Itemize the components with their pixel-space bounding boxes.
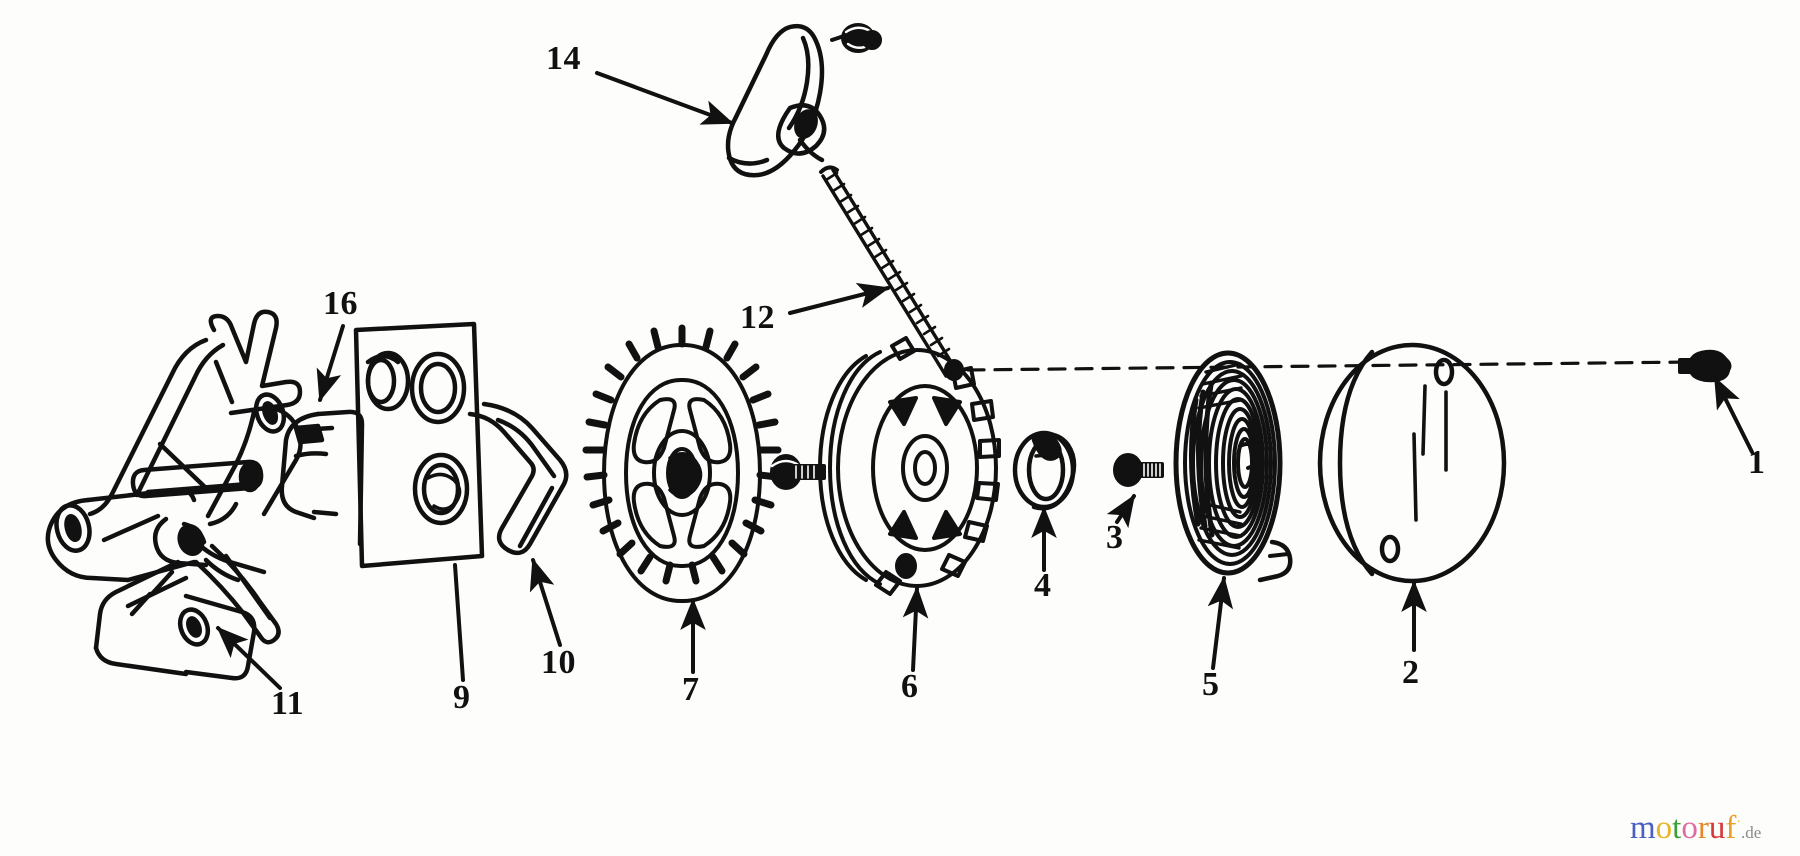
- callout-label-10: 10: [541, 644, 576, 681]
- leader-1: [1713, 376, 1754, 454]
- leader-14: [595, 71, 734, 125]
- callout-label-9: 9: [453, 679, 471, 716]
- part-10-retainer-clip: [467, 401, 569, 556]
- leader-11: [216, 626, 282, 690]
- part-14-starter-handle: [725, 23, 827, 178]
- callout-label-14: 14: [546, 40, 581, 77]
- callout-label-6: 6: [901, 668, 919, 705]
- leader-16: [316, 324, 345, 402]
- part-2-starter-cover: [1317, 342, 1507, 584]
- watermark-letter: m: [1630, 810, 1656, 846]
- callout-label-7: 7: [682, 671, 700, 708]
- motoruf-watermark: motoruf·.de: [1630, 812, 1761, 845]
- watermark-letter: u: [1708, 810, 1726, 846]
- unlabeled-screw-left: [770, 454, 826, 490]
- assembly-centerline: [966, 360, 1692, 372]
- part-4-retainer-washer: [1012, 430, 1077, 511]
- leader-6: [902, 586, 929, 672]
- callout-label-16: 16: [323, 285, 358, 322]
- leader-10: [529, 558, 562, 647]
- watermark-letter: t: [1672, 810, 1682, 846]
- part-7-ratchet-gear: [582, 324, 782, 604]
- watermark-letter: o: [1655, 810, 1673, 846]
- part-1-screw: [1678, 349, 1732, 383]
- part-12-starter-rope: [819, 165, 958, 378]
- watermark-letter: r: [1697, 810, 1709, 846]
- leader-9: [453, 563, 465, 682]
- callout-label-12: 12: [740, 299, 775, 336]
- part-6-rope-pulley: [818, 336, 1001, 596]
- callout-leaders: [216, 71, 1754, 690]
- callout-label-2: 2: [1402, 654, 1420, 691]
- watermark-suffix: .de: [1741, 823, 1762, 842]
- callout-label-3: 3: [1106, 519, 1124, 556]
- watermark-letter: f: [1725, 810, 1737, 846]
- callout-label-5: 5: [1202, 666, 1220, 703]
- rope-knot-fitting: [830, 23, 882, 53]
- part-9-starter-housing: [353, 321, 485, 569]
- leader-12: [788, 283, 890, 315]
- callout-label-1: 1: [1748, 444, 1766, 481]
- callout-label-4: 4: [1034, 567, 1052, 604]
- leader-5: [1207, 576, 1234, 670]
- part-5-rewind-spring: [1173, 350, 1293, 583]
- part-11-mounting-bracket: [45, 309, 303, 681]
- watermark-dot: ·: [1736, 815, 1742, 830]
- leader-3: [1106, 494, 1136, 529]
- watermark-letter: o: [1681, 810, 1698, 846]
- callout-label-11: 11: [271, 685, 305, 722]
